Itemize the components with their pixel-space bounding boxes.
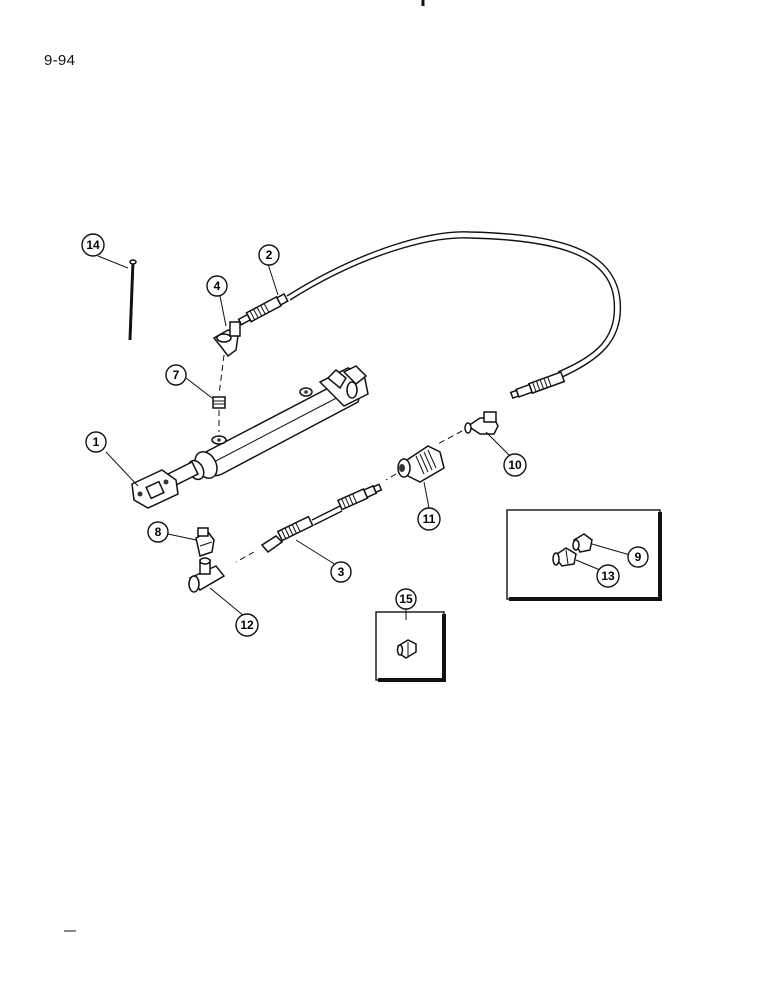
plug-7 [212, 396, 226, 409]
callout-4-label: 4 [214, 279, 221, 293]
callout-1: 1 [85, 431, 107, 453]
callout-1-label: 1 [93, 435, 100, 449]
callout-12-label: 12 [240, 618, 254, 632]
page-number: 9-94 [44, 52, 76, 69]
callout-10-label: 10 [508, 458, 522, 472]
callout-9-label: 9 [635, 550, 642, 564]
adapter-10 [464, 411, 499, 435]
callout-3-label: 3 [338, 565, 345, 579]
callout-3: 3 [330, 561, 352, 583]
callout-7-label: 7 [173, 368, 180, 382]
rod-14 [128, 259, 137, 341]
callout-15-label: 15 [399, 592, 413, 606]
callout-13-label: 13 [601, 569, 615, 583]
callout-8-label: 8 [155, 525, 162, 539]
callout-10: 10 [503, 453, 527, 477]
callout-8: 8 [147, 521, 169, 543]
quick-coupler-11 [397, 445, 445, 483]
elbow-fitting-4 [212, 321, 241, 358]
hose-3 [260, 483, 383, 554]
callout-2: 2 [258, 244, 280, 266]
callout-7: 7 [165, 364, 187, 386]
callout-4: 4 [206, 275, 228, 297]
hose-assembly-2 [237, 231, 622, 400]
callout-12: 12 [235, 613, 259, 637]
callout-14-label: 14 [86, 238, 100, 252]
leader-lines [97, 255, 631, 620]
callout-15: 15 [395, 588, 417, 610]
tee-fitting-12 [188, 557, 226, 593]
inset-box-15 [375, 611, 446, 682]
hydraulic-cylinder-1 [131, 365, 369, 509]
callout-9: 9 [627, 546, 649, 568]
callout-11: 11 [417, 507, 441, 531]
callout-13: 13 [596, 564, 620, 588]
callout-11-label: 11 [423, 512, 436, 526]
fitting-8 [195, 527, 215, 557]
callout-14: 14 [81, 233, 105, 257]
callout-2-label: 2 [266, 248, 273, 262]
